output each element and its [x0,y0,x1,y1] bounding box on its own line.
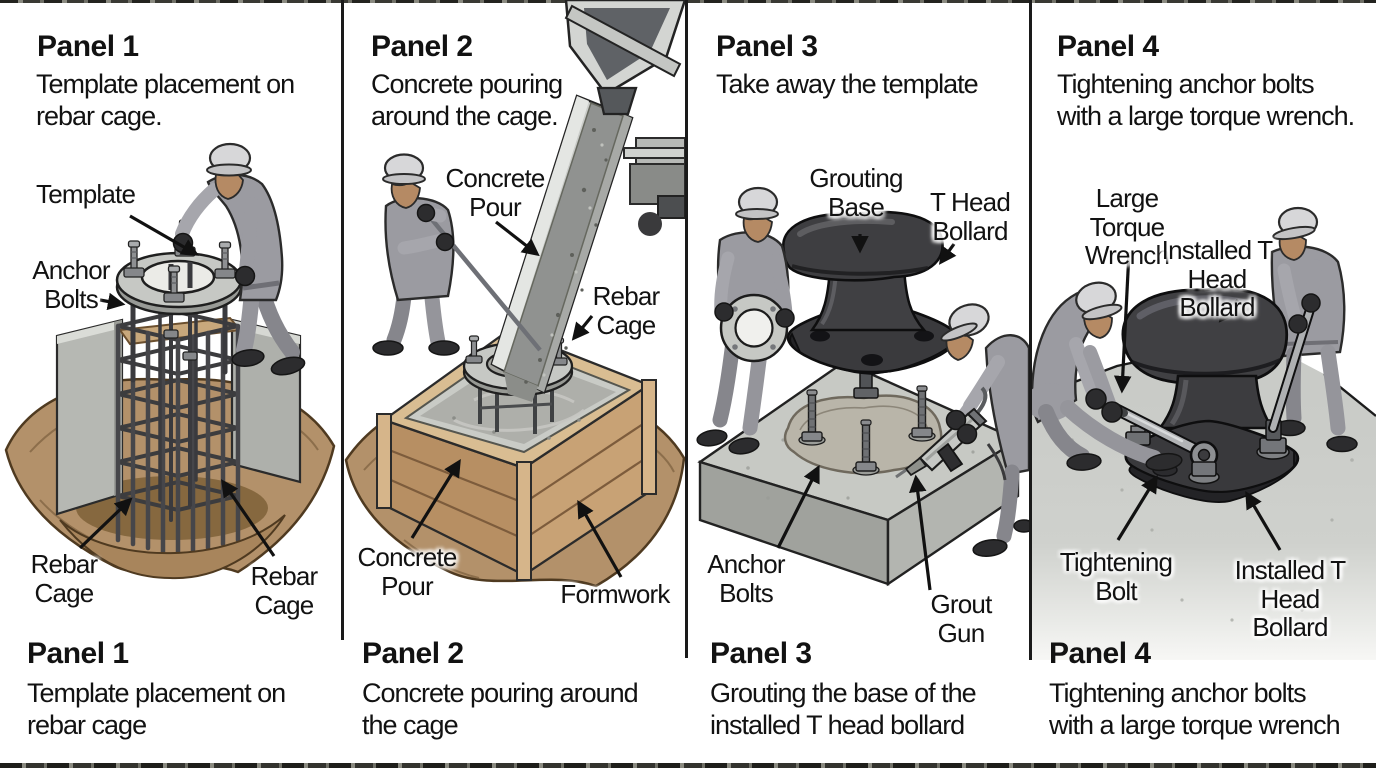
panel-2-illustration [344,0,685,588]
label-anchor-bolts: Anchor Bolts [707,549,785,608]
label-t-head-bollard: T Head Bollard [930,187,1011,246]
panel-1: Panel 1 Template placement on rebar cage… [0,0,341,768]
panel3-heading-bottom: Panel 3 [710,637,812,670]
panel-divider-1 [341,0,344,640]
label-rebar-cage: Rebar Cage [592,281,661,340]
concrete-chute [490,94,634,402]
panel2-subtitle: Concrete pouring around the cage. [371,69,563,132]
label-rebar-cage-right: Rebar Cage [250,561,319,620]
panel1-heading-bottom: Panel 1 [27,637,129,670]
label-formwork: Formwork [560,579,670,609]
pit-dirt-front [59,514,286,580]
label-rebar-cage-left: Rebar Cage [30,549,99,608]
removed-template-ring [719,293,789,363]
label-grouting-base: Grouting Base [809,163,903,222]
panel2-caption: Concrete pouring around the cage [362,678,639,740]
label-arrows [78,214,276,557]
panel4-caption: Tightening anchor bolts with a large tor… [1049,678,1341,740]
panel2-heading-top: Panel 2 [371,30,473,63]
panel3-subtitle: Take away the template [716,69,979,99]
concrete-truck [623,137,685,236]
formwork-box [376,328,657,581]
label-arrows [1113,251,1282,551]
label-concrete-pour-bottom: Concrete Pour [357,542,457,601]
panel4-heading-top: Panel 4 [1057,30,1159,63]
panel4-subtitle: Tightening anchor bolts with a large tor… [1057,69,1355,132]
template-ring [115,219,243,316]
label-concrete-pour-top: Concrete Pour [445,163,545,222]
panel3-caption: Grouting the base of the installed T hea… [710,678,977,740]
panel-2: Panel 2 Concrete pouring around the cage… [344,0,685,768]
panel1-caption: Template placement on rebar cage [27,678,286,740]
panel2-heading-bottom: Panel 2 [362,637,464,670]
panel4-heading-bottom: Panel 4 [1049,637,1151,670]
vertical-wrench-and-nut [1256,293,1321,460]
panel-divider-2 [685,0,688,658]
worker-bent-with-wrench [1032,281,1183,472]
label-installed-bollard-top: Installed T Head Bollard [1161,235,1273,323]
concrete-hopper [564,0,685,116]
label-large-torque-wrench: Large Torque Wrench [1084,183,1170,271]
panel3-heading-top: Panel 3 [716,30,818,63]
worker-figure [172,142,306,376]
bottom-edge-texture [0,763,1376,768]
label-tightening-bolt: Tightening Bolt [1059,547,1173,606]
panel-4-illustration [1032,206,1376,660]
label-grout-gun: Grout Gun [930,589,992,648]
label-arrows [410,220,623,578]
panel-1-illustration [4,142,336,580]
label-arrows [776,234,957,591]
worker-with-template [696,186,795,455]
label-installed-bollard-bottom: Installed T Head Bollard [1234,555,1346,643]
panel-4: Panel 4 Tightening anchor bolts with a l… [1032,0,1376,768]
top-edge-texture [0,0,1376,3]
worker-figure [372,153,542,356]
label-anchor-bolts: Anchor Bolts [32,255,110,314]
panel1-subtitle: Template placement on rebar cage. [36,69,295,132]
panel1-heading-top: Panel 1 [37,30,139,63]
panel-3: Panel 3 Take away the template Grouting … [688,0,1029,768]
panel-divider-3 [1029,0,1032,660]
anchor-rods [130,297,228,522]
worker-with-grout-gun [895,303,1029,558]
label-template: Template [36,179,136,209]
panel-3-illustration [696,186,1029,591]
